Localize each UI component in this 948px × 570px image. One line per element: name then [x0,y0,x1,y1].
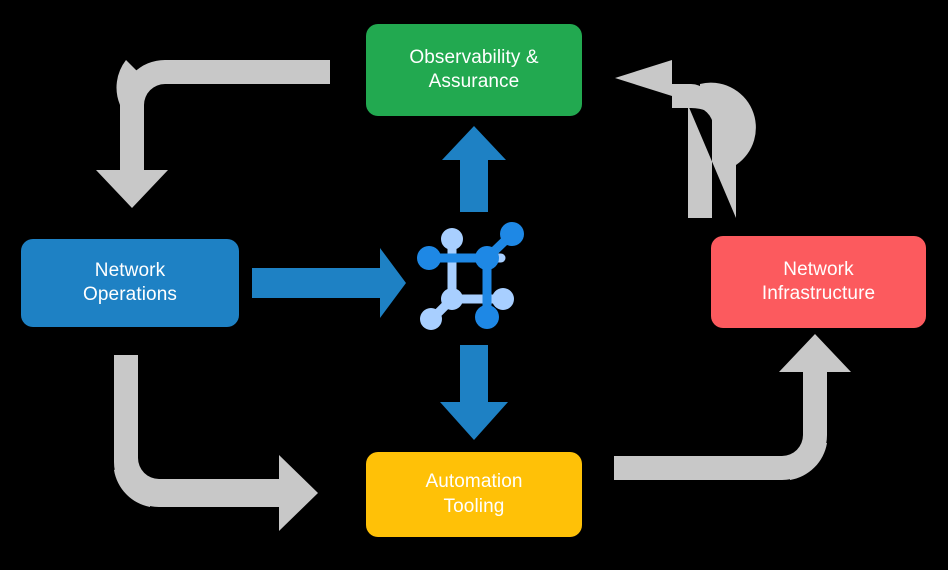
corner-top-right [700,82,756,165]
connector-operations-to-automation [114,355,318,531]
node-infrastructure-label: Network Infrastructure [761,258,876,304]
node-operations-label: Network Operations [83,259,177,305]
node-automation-label: Automation Tooling [425,471,523,517]
topology-nodes-primary [417,222,524,329]
corner-bottom-right [790,443,827,480]
node-automation-tooling[interactable]: Automation Tooling [366,452,582,537]
network-topology-icon [417,222,524,330]
node-observability-assurance[interactable]: Observability & Assurance [366,24,582,116]
corner-top-left [116,60,150,105]
node-network-operations[interactable]: Network Operations [21,239,239,327]
connector-center-to-automation [440,345,508,440]
connector-center-to-observability [442,126,506,212]
node-observability-label: Observability & Assurance [409,46,539,92]
node-network-infrastructure[interactable]: Network Infrastructure [711,236,926,328]
connector-automation-to-infrastructure [614,334,851,480]
connector-observability-to-operations [96,60,330,208]
corner-bottom-left [114,458,150,507]
connector-operations-to-center [252,248,406,318]
topology-nodes-secondary [420,228,514,330]
